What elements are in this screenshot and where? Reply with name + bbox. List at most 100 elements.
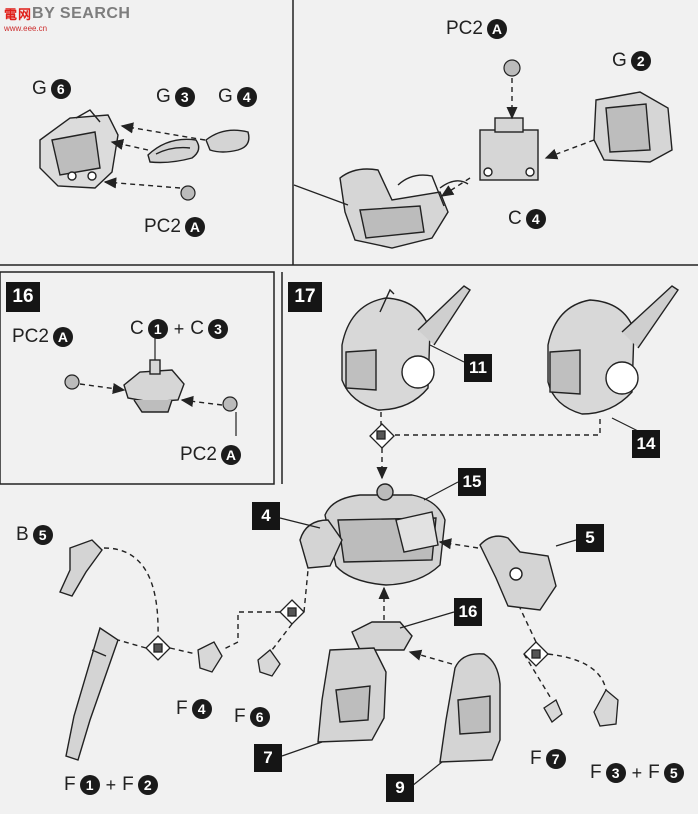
- label-f4: F 4: [176, 698, 212, 720]
- label-letter: B: [16, 524, 29, 545]
- pc2-ball-16-left: [64, 374, 80, 390]
- arrows-top-right: [440, 78, 595, 197]
- part-hand-f7: [543, 699, 563, 723]
- part-g6-frame: [39, 109, 119, 189]
- label-number: 2: [630, 51, 651, 71]
- label-b5: B 5: [16, 524, 53, 546]
- label-number: 6: [50, 79, 71, 99]
- part-waist-16: [351, 621, 413, 651]
- arrows-top-left: [103, 122, 206, 189]
- part-hand-f3f5: [593, 688, 619, 727]
- label-c1-c3: C 1 + C 3: [130, 318, 228, 340]
- diamond-joint-heads: [369, 423, 395, 449]
- label-g2: G 2: [612, 50, 651, 72]
- diamond-joint-left: [145, 635, 171, 661]
- part-head-14: [547, 285, 679, 415]
- part-g3: [147, 138, 200, 164]
- label-pc2a-top-right: PC2 A: [446, 18, 507, 40]
- label-pc2a-16-left: PC2 A: [12, 326, 73, 348]
- watermark-logo-second: 网: [18, 7, 31, 22]
- callout-leader: [293, 184, 349, 206]
- label-number: 4: [191, 699, 212, 719]
- label-letter: C: [190, 318, 204, 339]
- label-number: 5: [32, 525, 53, 545]
- label-number: A: [52, 327, 73, 347]
- label-letter: PC2: [12, 326, 49, 347]
- label-c4: C 4: [508, 208, 546, 230]
- label-g6: G 6: [32, 78, 71, 100]
- label-letter: F: [648, 762, 660, 783]
- label-number: 3: [174, 87, 195, 107]
- label-letter: PC2: [144, 216, 181, 237]
- part-torso-15: [324, 483, 446, 586]
- part-leg-9: [439, 653, 501, 763]
- assembly-number-11: 11: [464, 354, 492, 382]
- part-arm-4: [299, 519, 343, 569]
- part-torso-front: [339, 168, 469, 249]
- label-number: A: [184, 217, 205, 237]
- label-f1-f2: F 1 + F 2: [64, 774, 158, 796]
- label-number: A: [486, 19, 507, 39]
- connector-heads: [380, 412, 601, 436]
- label-letter: PC2: [180, 444, 217, 465]
- label-number: 1: [147, 319, 168, 339]
- label-plus: +: [631, 762, 643, 783]
- label-letter: G: [32, 78, 47, 99]
- arrow-leg9: [408, 649, 453, 665]
- arrow-arm5: [438, 538, 479, 550]
- label-number: A: [220, 445, 241, 465]
- part-head-11: [341, 285, 471, 411]
- connectors-bottom: [103, 547, 607, 701]
- arrows-16: [79, 382, 223, 407]
- label-f3-f5: F 3 + F 5: [590, 762, 684, 784]
- label-letter: F: [530, 748, 542, 769]
- label-letter: G: [156, 86, 171, 107]
- leader-lines: [279, 344, 641, 787]
- part-hand-f4: [197, 641, 223, 673]
- label-letter: C: [130, 318, 144, 339]
- pc2-ball-top-right: [503, 59, 521, 77]
- assembly-number-16: 16: [454, 598, 482, 626]
- diamond-joint-mid: [279, 599, 305, 625]
- assembly-number-15: 15: [458, 468, 486, 496]
- assembly-number-5: 5: [576, 524, 604, 552]
- label-letter: G: [612, 50, 627, 71]
- label-pc2a-top-left: PC2 A: [144, 216, 205, 238]
- part-c4-core: [479, 117, 539, 181]
- label-number: 5: [663, 763, 684, 783]
- label-number: 4: [525, 209, 546, 229]
- assembly-number-14: 14: [632, 430, 660, 458]
- part-pistol-b5: [59, 539, 103, 597]
- label-letter: F: [122, 774, 134, 795]
- label-number: 6: [249, 707, 270, 727]
- label-letter: F: [64, 774, 76, 795]
- part-rifle: [65, 626, 119, 761]
- label-letter: F: [590, 762, 602, 783]
- assembly-number-4: 4: [252, 502, 280, 530]
- assembly-number-9: 9: [386, 774, 414, 802]
- diamond-joint-right: [523, 641, 549, 667]
- label-number: 3: [207, 319, 228, 339]
- watermark-logo: 電: [4, 7, 17, 22]
- label-letter: G: [218, 86, 233, 107]
- part-g4: [205, 129, 250, 153]
- label-number: 1: [79, 775, 100, 795]
- label-plus: +: [173, 318, 185, 339]
- label-letter: F: [234, 706, 246, 727]
- part-c1c3-joint: [123, 359, 185, 413]
- label-f6: F 6: [234, 706, 270, 728]
- watermark-text: BY SEARCH: [32, 4, 131, 22]
- part-g2: [593, 91, 673, 163]
- label-letter: F: [176, 698, 188, 719]
- step-17-tag: 17: [288, 282, 322, 312]
- label-f7: F 7: [530, 748, 566, 770]
- label-pc2a-16-right: PC2 A: [180, 444, 241, 466]
- label-letter: C: [508, 208, 522, 229]
- label-letter: PC2: [446, 18, 483, 39]
- pc2-ball-16-right: [222, 396, 238, 412]
- part-leg-7: [317, 647, 387, 743]
- pc2-ball-top-left: [180, 185, 196, 201]
- part-hand-f6: [257, 649, 281, 677]
- watermark: 電 网 BY SEARCH www.eee.cn: [4, 4, 131, 34]
